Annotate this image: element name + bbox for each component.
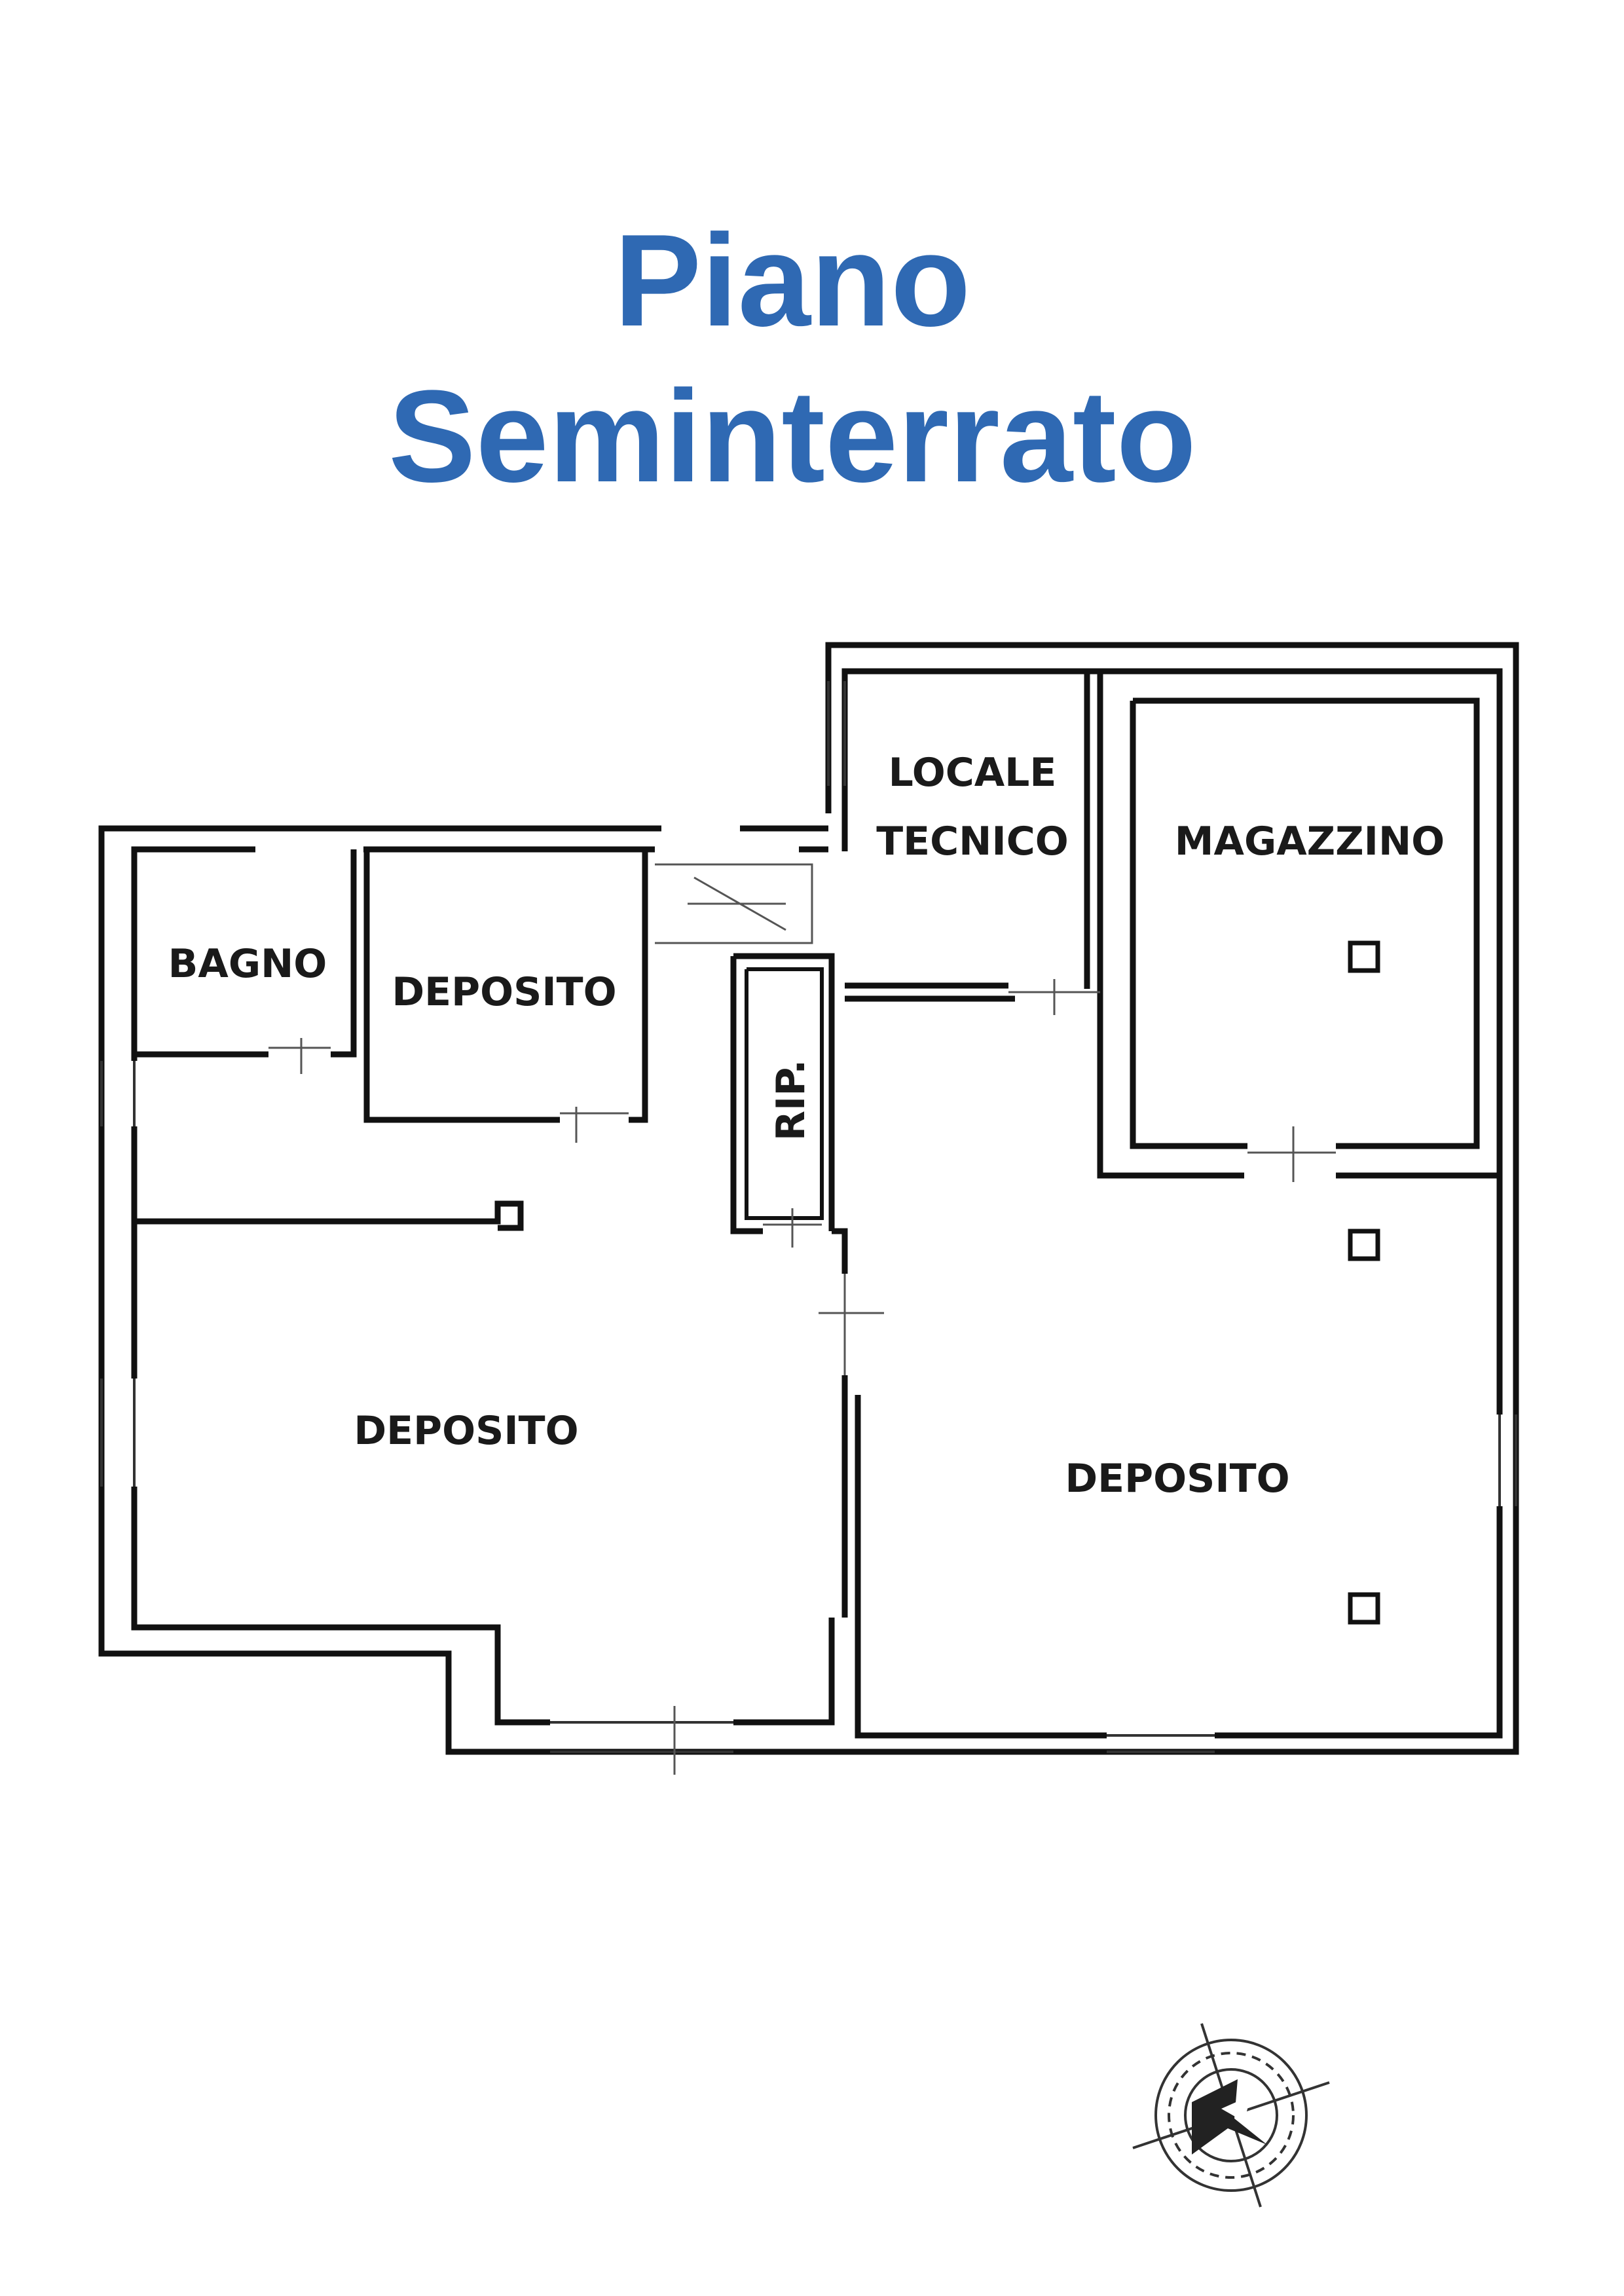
- interior-walls: [134, 671, 1500, 1618]
- label-magazzino: MAGAZZINO: [1175, 819, 1445, 864]
- page-title: Piano Seminterrato: [0, 203, 1585, 515]
- label-tecnico: TECNICO: [876, 819, 1069, 864]
- title-line-2: Seminterrato: [388, 363, 1196, 509]
- label-deposito-right: DEPOSITO: [1065, 1456, 1289, 1502]
- door-marks: [268, 979, 1336, 1775]
- label-locale: LOCALE: [889, 750, 1057, 796]
- window-openings: [100, 681, 1517, 1753]
- label-bagno: BAGNO: [168, 941, 327, 987]
- outer-walls: [98, 642, 1519, 1755]
- compass-rose-icon: [1132, 2023, 1330, 2208]
- label-rip: RIP.: [768, 1060, 814, 1141]
- pillars: [1348, 940, 1380, 1625]
- label-deposito-left: DEPOSITO: [354, 1408, 578, 1454]
- title-line-1: Piano: [614, 208, 971, 354]
- label-deposito-small: DEPOSITO: [392, 969, 616, 1015]
